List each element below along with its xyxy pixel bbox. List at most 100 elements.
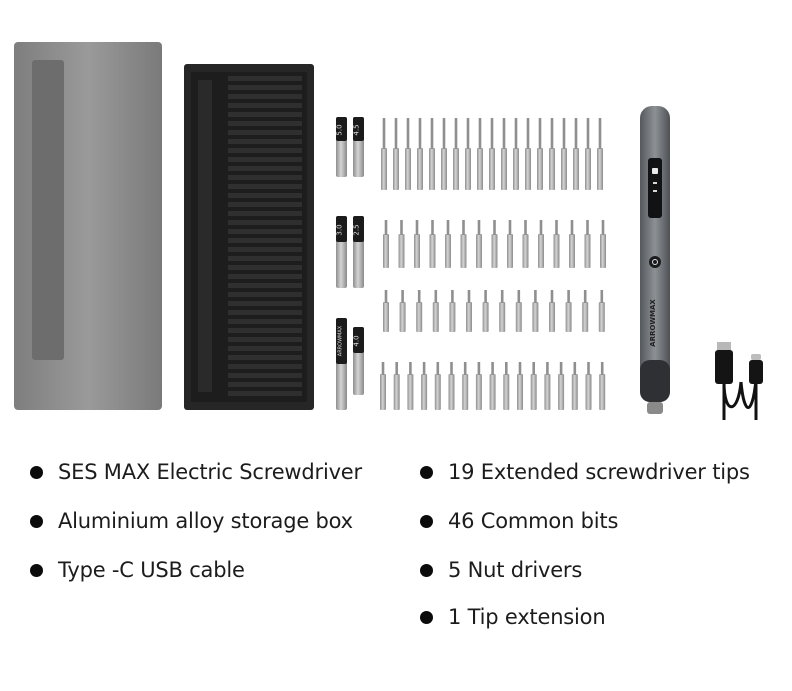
screwdriver-bit — [417, 118, 423, 190]
screwdriver-bit — [489, 362, 496, 410]
nut-drivers: 5.0 4.5 3.0 2.5 ARROWMAX 4.0 — [336, 117, 364, 410]
screwdriver-bit — [491, 220, 498, 268]
screwdriver-bit — [517, 362, 523, 410]
screwdriver-bit — [532, 290, 539, 332]
screwdriver-bit — [445, 220, 451, 268]
feature-label: 46 Common bits — [448, 509, 619, 533]
nut-driver-size: 5.0 — [336, 124, 344, 135]
nut-driver: 2.5 — [353, 216, 364, 288]
features-left: SES MAX Electric Screwdriver Aluminium a… — [30, 460, 390, 600]
screwdriver-bit — [501, 118, 507, 190]
screwdriver-bits — [380, 118, 606, 410]
nut-driver: 4.0 — [353, 327, 364, 395]
screwdriver-bit — [499, 290, 506, 332]
feature-label: 1 Tip extension — [448, 605, 606, 629]
storage-box-tray — [184, 64, 314, 410]
screwdriver-bit — [393, 362, 400, 410]
screwdriver-bit — [449, 290, 456, 332]
feature-label: SES MAX Electric Screwdriver — [58, 460, 362, 484]
screwdriver-bit — [380, 362, 386, 410]
bullet-icon — [420, 466, 433, 479]
usb-cable — [715, 342, 763, 420]
screwdriver-bit — [475, 362, 482, 410]
screwdriver-bit — [503, 362, 510, 410]
screwdriver-bit — [448, 362, 455, 410]
screwdriver-bit — [515, 290, 522, 332]
screwdriver-bit — [584, 220, 591, 268]
bullet-icon — [420, 611, 433, 624]
screwdriver-bit — [407, 362, 414, 410]
feature-label: 19 Extended screwdriver tips — [448, 460, 750, 484]
screwdriver-bit — [489, 118, 495, 190]
screwdriver-bit — [565, 290, 572, 332]
tip-extension: ARROWMAX — [336, 318, 347, 410]
screwdriver-bit — [381, 118, 387, 190]
screwdriver-bit — [600, 220, 606, 268]
bullet-icon — [30, 466, 43, 479]
nut-driver-size: 4.5 — [353, 124, 361, 135]
screwdriver-bit — [538, 220, 544, 268]
power-button-icon — [649, 256, 661, 268]
screwdriver-bit — [597, 118, 603, 190]
screwdriver-bit — [558, 362, 565, 410]
nut-driver: 5.0 — [336, 117, 347, 177]
feature-label: 5 Nut drivers — [448, 558, 583, 582]
screwdriver-bit — [513, 118, 519, 190]
screwdriver-bit — [434, 362, 441, 410]
features-right: 19 Extended screwdriver tips 46 Common b… — [420, 460, 780, 650]
screwdriver-bit — [383, 290, 389, 332]
screwdriver-bit — [477, 118, 483, 190]
screwdriver-bit — [507, 220, 513, 268]
screwdriver-bit — [537, 118, 543, 190]
screwdriver-bit — [522, 220, 529, 268]
screwdriver-bit — [573, 118, 579, 190]
feature-label: Type -C USB cable — [58, 558, 245, 582]
feature-label: Aluminium alloy storage box — [58, 509, 353, 533]
screwdriver-bit — [476, 220, 482, 268]
screwdriver-bit — [561, 118, 567, 190]
screwdriver-bit — [429, 118, 435, 190]
bullet-icon — [420, 564, 433, 577]
nut-driver-size: 4.0 — [353, 335, 361, 346]
bullet-icon — [30, 564, 43, 577]
screwdriver-bit — [598, 290, 605, 332]
screwdriver-bit — [582, 290, 589, 332]
nut-driver: 4.5 — [353, 117, 364, 177]
screwdriver-bit — [429, 220, 436, 268]
screwdriver-bit — [460, 220, 467, 268]
screwdriver-bit — [398, 220, 405, 268]
screwdriver-bit — [553, 220, 560, 268]
screwdriver-bit — [462, 362, 469, 410]
screwdriver-bit — [585, 118, 591, 190]
nut-driver-size: 2.5 — [353, 224, 361, 235]
screwdriver-bit — [569, 220, 575, 268]
screwdriver-bit — [399, 290, 406, 332]
screwdriver-bit — [453, 118, 459, 190]
screwdriver-bit — [585, 362, 592, 410]
tip-extension-brand: ARROWMAX — [338, 325, 344, 356]
screwdriver-bit — [530, 362, 537, 410]
screwdriver-brand: ARROWMAX — [649, 299, 657, 347]
screwdriver-bit — [414, 220, 420, 268]
storage-box-lid — [14, 42, 162, 410]
nut-driver: 3.0 — [336, 216, 347, 288]
screwdriver-bit — [441, 118, 447, 190]
screwdriver-bit — [465, 118, 471, 190]
screwdriver-bit — [432, 290, 439, 332]
bullet-icon — [420, 515, 433, 528]
bullet-icon — [30, 515, 43, 528]
screwdriver-bit — [405, 118, 411, 190]
screwdriver-bit — [544, 362, 551, 410]
electric-screwdriver: ARROWMAX — [640, 106, 670, 414]
screwdriver-bit — [466, 290, 472, 332]
screwdriver-bit — [571, 362, 578, 410]
screwdriver-bit — [599, 362, 606, 410]
screwdriver-bit — [525, 118, 531, 190]
screwdriver-bit — [416, 290, 423, 332]
screwdriver-bit — [383, 220, 389, 268]
screwdriver-bit — [393, 118, 399, 190]
product-photo: 5.0 4.5 3.0 2.5 ARROWMAX 4.0 — [14, 42, 763, 420]
screwdriver-bit — [549, 290, 555, 332]
screwdriver-bit — [421, 362, 428, 410]
nut-driver-size: 3.0 — [336, 224, 344, 235]
